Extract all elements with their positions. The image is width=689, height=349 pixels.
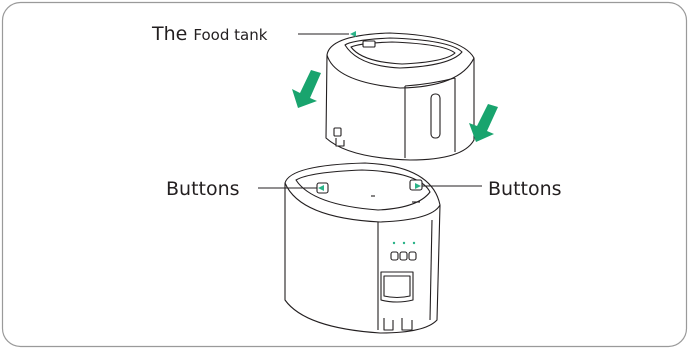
label-food-tank-prefix: The <box>152 23 187 45</box>
label-buttons-right: Buttons <box>488 180 562 199</box>
label-buttons-left: Buttons <box>166 180 240 199</box>
label-food-tank: The Food tank <box>152 25 267 44</box>
food-tank-illustration <box>326 33 474 160</box>
down-arrow-left <box>292 70 321 108</box>
label-food-tank-text: Food tank <box>193 26 267 44</box>
